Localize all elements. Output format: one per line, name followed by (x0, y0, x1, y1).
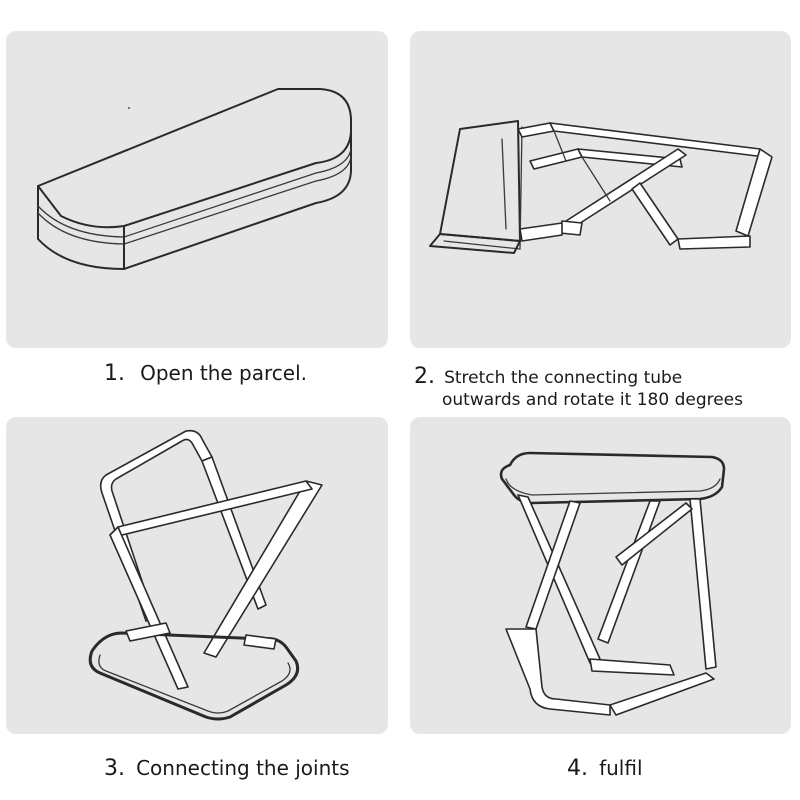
step-2-illustration-panel (410, 31, 791, 348)
step-1-text: Open the parcel. (140, 361, 307, 385)
step-2-caption: 2. Stretch the connecting tube outwards … (414, 364, 743, 411)
step-3-number: 3. (104, 756, 125, 781)
step-2-text-line1: Stretch the connecting tube (444, 368, 683, 388)
step-4-illustration-panel (410, 417, 791, 734)
step-3-text: Connecting the joints (136, 756, 350, 780)
unfolding-stool-drawing (429, 120, 773, 254)
step-4-number: 4. (567, 756, 588, 781)
folded-stool-box-drawing (37, 88, 353, 270)
step-1-number: 1. (104, 361, 125, 386)
step-1-caption: 1. Open the parcel. (104, 361, 307, 386)
assembled-stool-drawing (499, 451, 726, 716)
step-2-number: 2. (414, 364, 435, 389)
step-3-illustration-panel (6, 417, 388, 734)
step-2-text-line2: outwards and rotate it 180 degrees (442, 390, 743, 410)
step-3-caption: 3. Connecting the joints (104, 756, 350, 781)
step-4-caption: 4. fulfil (567, 756, 643, 781)
step-1-illustration-panel (6, 31, 388, 348)
stool-frame-joints-drawing (88, 429, 323, 721)
step-4-text: fulfil (599, 756, 643, 780)
